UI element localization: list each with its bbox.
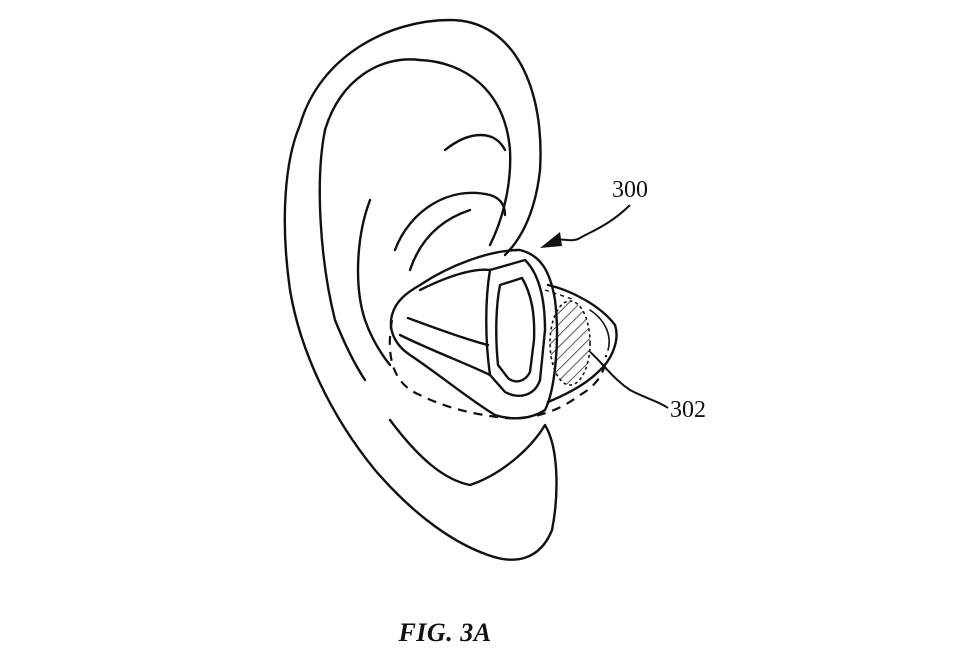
- fold-upper: [443, 133, 507, 152]
- leader-302: [589, 351, 669, 409]
- fold-diagonal: [408, 208, 472, 272]
- earbud-nozzle: [546, 283, 618, 404]
- earbud-edge-bottom: [398, 333, 492, 377]
- antihelix-rim: [323, 58, 512, 247]
- earbud-face: [485, 258, 547, 397]
- arrowhead-300: [540, 232, 562, 248]
- earbud-edge-mid: [406, 316, 490, 347]
- label-300: 300: [612, 177, 648, 203]
- fold-middle: [393, 191, 507, 252]
- label-302: 302: [670, 397, 706, 423]
- hatched-region: [549, 300, 591, 386]
- earbud-face-inner: [495, 276, 536, 383]
- inner-fold: [318, 128, 367, 382]
- earbud-nozzle-tip: [589, 309, 610, 351]
- earbud-dashed-top: [544, 289, 576, 301]
- fold-lower: [356, 198, 392, 367]
- ear-outline: [283, 18, 558, 561]
- earbud-edge-top: [418, 268, 492, 292]
- figure-caption: FIG. 3A: [398, 618, 492, 647]
